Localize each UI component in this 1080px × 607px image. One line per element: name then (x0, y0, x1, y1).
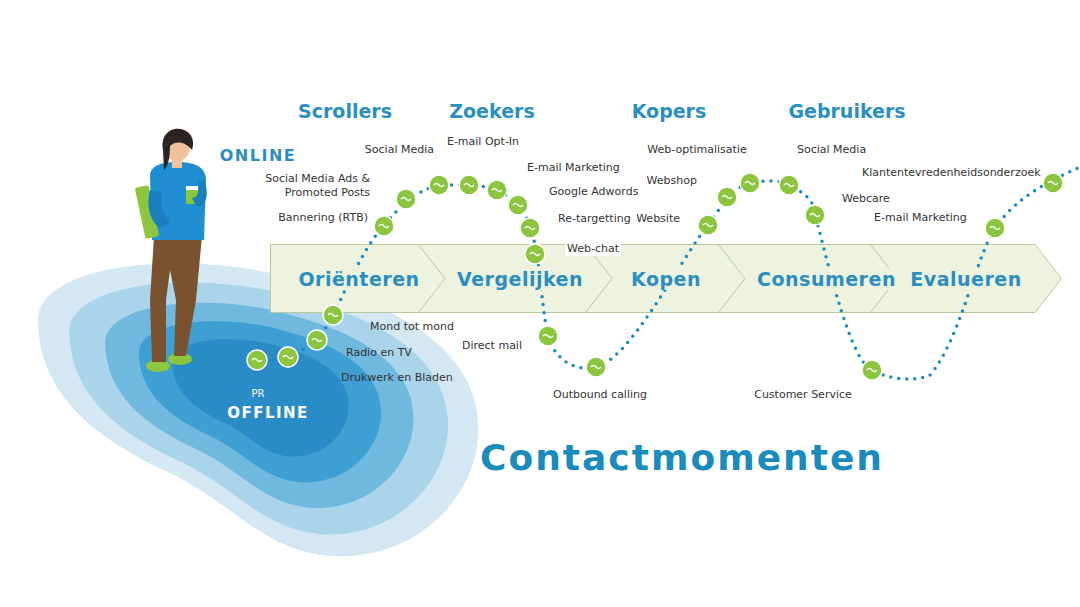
icon-glyph (722, 196, 732, 199)
touchpoint-label: Social Media (797, 143, 866, 157)
icon-glyph (810, 214, 820, 217)
icon-glyph (784, 184, 794, 187)
contact-icon (538, 326, 558, 346)
contact-icon (862, 360, 882, 380)
contact-icon (396, 189, 416, 209)
touchpoint-label: Outbound calling (553, 388, 647, 402)
touchpoint-label: OFFLINE (227, 404, 309, 423)
contact-icon (805, 205, 825, 225)
contact-icon (508, 195, 528, 215)
contact-icon (374, 216, 394, 236)
icon-glyph (434, 184, 444, 187)
touchpoint-label: Drukwerk en Bladen (341, 371, 453, 385)
touchpoint-label: Social Media (365, 143, 434, 157)
touchpoint-label: Webshop (647, 174, 697, 188)
touchpoint-label: Klantentevredenheidsonderzoek (862, 166, 1041, 180)
icon-glyph (379, 225, 389, 228)
stage-label: Vergelijken (453, 268, 587, 290)
segment-heading: Zoekers (449, 100, 534, 122)
stage-label: Kopen (627, 268, 705, 290)
contact-icon (278, 347, 298, 367)
touchpoint-label: Google Adwords (549, 185, 638, 199)
touchpoint-label: Web-chat (565, 242, 621, 256)
icon-glyph (525, 227, 535, 230)
contact-icon (717, 187, 737, 207)
stage-label: Evalueren (906, 268, 1025, 290)
touchpoint-label: Re-targetting (558, 212, 631, 226)
icon-glyph (492, 189, 502, 192)
icon-glyph (745, 182, 755, 185)
contact-icon (698, 215, 718, 235)
touchpoint-label: Mond tot mond (370, 320, 454, 334)
segment-heading: Kopers (632, 100, 707, 122)
touchpoint-label: Social Media Ads & Promoted Posts (252, 172, 370, 200)
contact-icon (586, 357, 606, 377)
touchpoint-label: Webcare (842, 192, 890, 206)
contact-icon (985, 218, 1005, 238)
touchpoint-label: E-mail Marketing (527, 161, 620, 175)
contact-icon (429, 175, 449, 195)
icon-glyph (401, 198, 411, 201)
contact-icon (525, 244, 545, 264)
contact-icon (520, 218, 540, 238)
stage-label: Oriënteren (294, 268, 423, 290)
contact-icon (779, 175, 799, 195)
contact-icon (307, 330, 327, 350)
icon-glyph (513, 204, 523, 207)
contact-icon (459, 175, 479, 195)
contact-icon (1043, 173, 1063, 193)
icon-glyph (283, 356, 293, 359)
contact-icon (487, 180, 507, 200)
touchpoint-label: Radio en TV (346, 346, 412, 360)
stage-label: Consumeren (753, 268, 900, 290)
touchpoint-label: ONLINE (220, 146, 296, 166)
contact-icon (323, 305, 343, 325)
icon-glyph (990, 227, 1000, 230)
icon-glyph (252, 359, 262, 362)
icon-glyph (703, 224, 713, 227)
touchpoint-label: E-mail Marketing (874, 211, 967, 225)
segment-heading: Gebruikers (788, 100, 905, 122)
icon-glyph (1048, 182, 1058, 185)
segment-heading: Scrollers (298, 100, 392, 122)
touchpoint-label: Website (636, 212, 680, 226)
icon-glyph (543, 335, 553, 338)
icon-glyph (530, 253, 540, 256)
icon-glyph (328, 314, 338, 317)
touchpoint-label: Web-optimalisatie (647, 143, 746, 157)
icon-glyph (464, 184, 474, 187)
contact-icon (247, 350, 267, 370)
icon-glyph (591, 366, 601, 369)
icon-glyph (312, 339, 322, 342)
diagram-title: Contactmomenten (480, 437, 884, 478)
touchpoint-label: PR (252, 388, 265, 401)
icon-glyph (867, 369, 877, 372)
touchpoint-label: Direct mail (462, 339, 522, 353)
touchpoint-label: Customer Service (754, 388, 852, 402)
touchpoint-label: E-mail Opt-In (447, 135, 519, 149)
touchpoint-label: Bannering (RTB) (278, 211, 368, 225)
contact-icon (740, 173, 760, 193)
